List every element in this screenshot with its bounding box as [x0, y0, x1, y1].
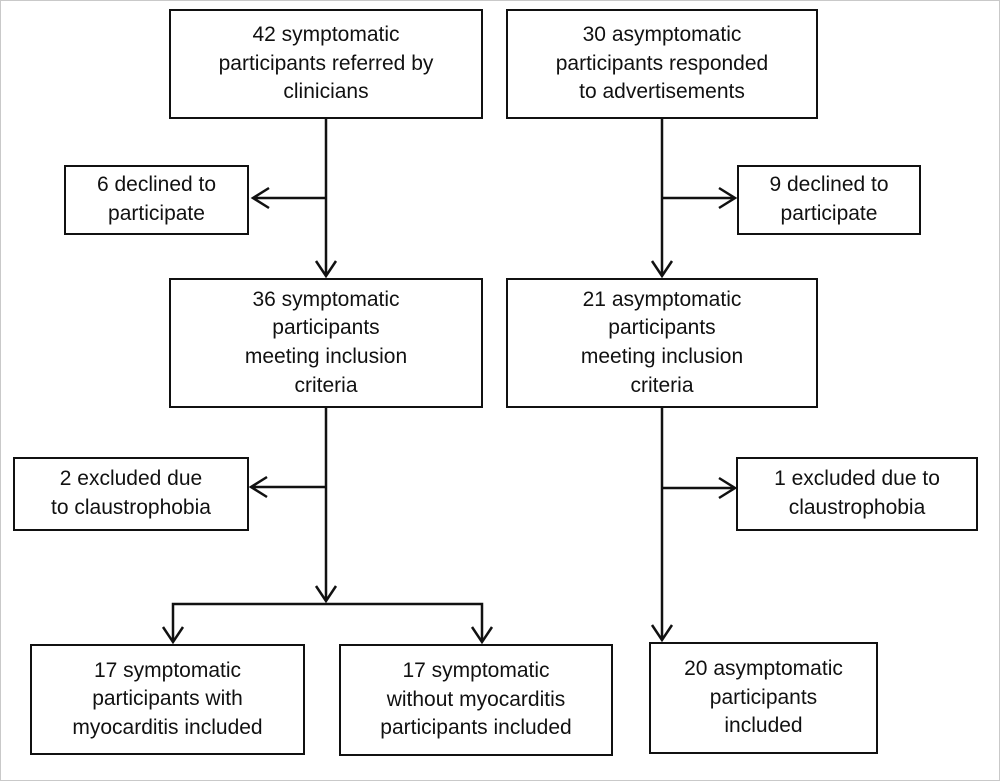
arrow-inclusion-to-split [314, 408, 338, 604]
box-label: 6 declined to participate [96, 173, 217, 225]
arrow-to-declined-right [662, 186, 738, 210]
arrow-to-excluded-left [248, 475, 326, 499]
box-label: 17 symptomatic participants with myocard… [72, 658, 263, 739]
box-label: 21 asymptomatic participants meeting inc… [580, 287, 744, 397]
split-branch [171, 602, 484, 641]
box-label: 17 symptomatic without myocarditis parti… [380, 659, 572, 740]
box-label: 9 declined to participate [769, 173, 889, 225]
box-excluded-symptomatic: 2 excluded due to claustrophobia [13, 457, 249, 531]
arrow-to-declined-left [250, 186, 326, 210]
box-label: 42 symptomatic participants referred by … [218, 23, 434, 104]
box-label: 30 asymptomatic participants responded t… [555, 23, 769, 104]
arrow-split-to-with-myocarditis [161, 626, 185, 645]
box-symptomatic-without-myocarditis: 17 symptomatic without myocarditis parti… [339, 644, 613, 756]
box-label: 2 excluded due to claustrophobia [51, 467, 211, 519]
box-declined-asymptomatic: 9 declined to participate [737, 165, 921, 235]
box-label: 20 asymptomatic participants included [684, 657, 843, 738]
arrow-split-to-without-myocarditis [470, 626, 494, 645]
arrow-to-excluded-right [662, 476, 738, 500]
box-asymptomatic-included: 20 asymptomatic participants included [649, 642, 878, 754]
box-asymptomatic-inclusion: 21 asymptomatic participants meeting inc… [506, 278, 818, 408]
box-symptomatic-with-myocarditis: 17 symptomatic participants with myocard… [30, 644, 305, 755]
box-label: 1 excluded due to claustrophobia [774, 467, 940, 519]
box-label: 36 symptomatic participants meeting incl… [244, 287, 408, 397]
box-excluded-asymptomatic: 1 excluded due to claustrophobia [736, 457, 978, 531]
box-symptomatic-inclusion: 36 symptomatic participants meeting incl… [169, 278, 483, 408]
box-asymptomatic-responded: 30 asymptomatic participants responded t… [506, 9, 818, 119]
box-symptomatic-referred: 42 symptomatic participants referred by … [169, 9, 483, 119]
box-declined-symptomatic: 6 declined to participate [64, 165, 249, 235]
arrow-inclusion-to-included [650, 408, 674, 643]
